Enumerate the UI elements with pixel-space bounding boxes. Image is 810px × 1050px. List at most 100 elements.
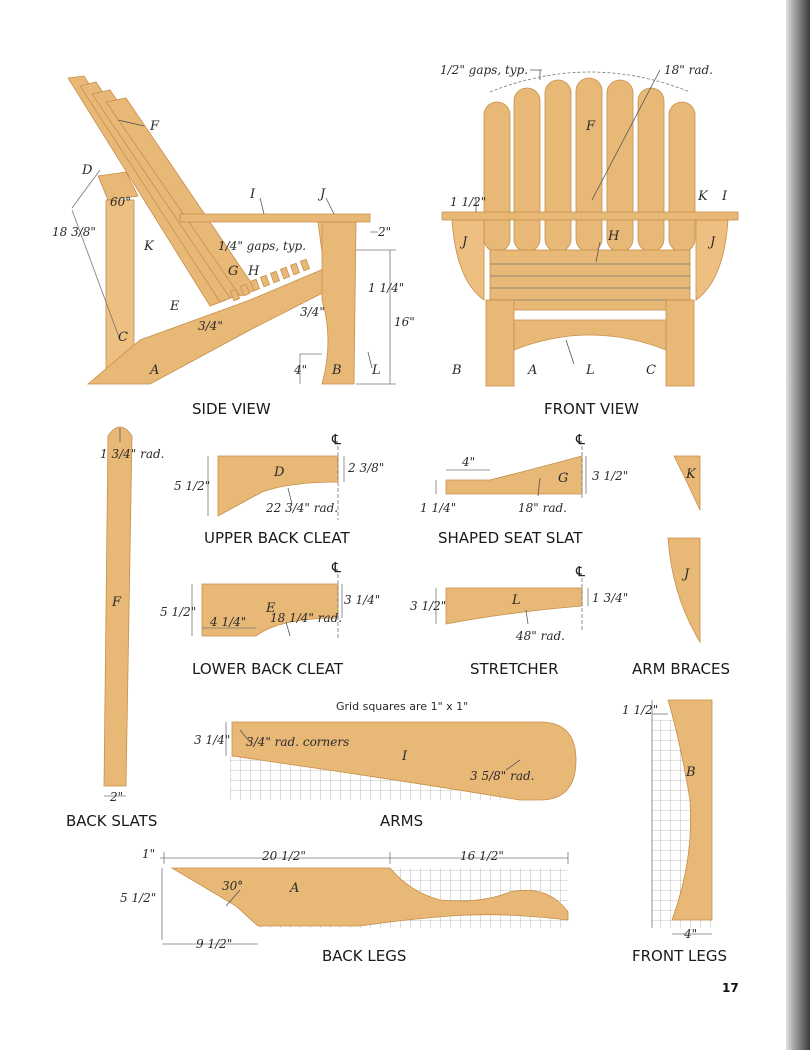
side-label-a: A xyxy=(149,363,159,378)
back-leg-bottom-dim: 9 1/2" xyxy=(196,937,232,951)
arm-radius-dim: 3 5/8" rad. xyxy=(470,769,534,783)
caption-arms: ARMS xyxy=(380,812,423,830)
stretcher-radius-dim: 48" rad. xyxy=(515,629,565,643)
back-leg-height-dim: 5 1/2" xyxy=(120,891,156,905)
upper-cleat-height-dim: 5 1/2" xyxy=(174,479,210,493)
arm-label: I xyxy=(401,749,408,764)
caption-front-view: FRONT VIEW xyxy=(544,400,639,418)
caption-back-legs: BACK LEGS xyxy=(322,947,406,965)
back-leg-length-b-dim: 16 1/2" xyxy=(460,849,504,863)
front-stretcher xyxy=(513,319,667,351)
caption-stretcher: STRETCHER xyxy=(470,660,559,678)
back-leg-angle-dim: 30° xyxy=(222,879,243,893)
side-seat-slats xyxy=(229,258,311,302)
side-front-leg-b xyxy=(321,221,357,385)
upper-back-cleat-shape xyxy=(217,455,339,517)
arm-brace-j-shape xyxy=(667,537,701,644)
side-arm-i xyxy=(179,213,371,223)
side-label-b: B xyxy=(331,363,342,378)
side-label-e: E xyxy=(169,299,180,314)
front-label-f: F xyxy=(585,119,596,134)
side-back-height-dim: 18 3/8" xyxy=(52,225,96,239)
side-label-j: J xyxy=(317,187,326,202)
front-label-l: L xyxy=(585,363,595,378)
front-arms xyxy=(441,211,739,221)
front-leg-left xyxy=(485,299,515,387)
shaped-seat-slat-shape xyxy=(445,455,583,495)
side-three-quarter-dim: 3/4" xyxy=(300,305,325,319)
front-arm-brace-left xyxy=(451,219,485,301)
side-leg-width-dim: 4" xyxy=(293,363,307,377)
back-slat-shape xyxy=(103,426,133,787)
caption-arm-braces: ARM BRACES xyxy=(632,660,730,678)
page-number: 17 xyxy=(722,981,739,995)
side-label-h: H xyxy=(247,264,260,279)
front-label-j-right: J xyxy=(707,235,716,250)
front-view xyxy=(441,69,739,387)
back-slat-label: F xyxy=(111,595,122,610)
arm-brace-k-shape xyxy=(673,455,701,511)
front-label-k: K xyxy=(697,189,709,204)
upper-cleat-radius-dim: 22 3/4" rad. xyxy=(265,501,338,515)
upper-cleat-centerline: ℄ xyxy=(331,432,341,448)
front-label-i: I xyxy=(721,189,728,204)
caption-lower-back-cleat: LOWER BACK CLEAT xyxy=(192,660,344,678)
front-slat-6 xyxy=(637,87,665,253)
side-label-g: G xyxy=(228,264,238,279)
arm-width-dim: 3 1/4" xyxy=(194,733,230,747)
lower-cleat-height-dim: 5 1/2" xyxy=(160,605,196,619)
front-slat-3 xyxy=(544,79,572,253)
seat-slat-flat-dim: 4" xyxy=(461,455,475,469)
side-label-f: F xyxy=(149,119,160,134)
side-gaps-dim: 1/4" gaps, typ. xyxy=(218,239,306,253)
lower-cleat-label: E xyxy=(265,601,276,616)
front-gaps-dim: 1/2" gaps, typ. xyxy=(440,63,528,77)
side-label-d: D xyxy=(81,163,93,178)
front-slat-5 xyxy=(606,79,634,253)
caption-upper-back-cleat: UPPER BACK CLEAT xyxy=(204,529,351,547)
lower-cleat-flat-dim: 4 1/4" xyxy=(209,615,246,629)
lower-cleat-radius-dim: 18 1/4" rad. xyxy=(270,611,342,625)
front-label-b: B xyxy=(451,363,462,378)
stretcher-label: L xyxy=(511,593,521,608)
upper-cleat-end-dim: 2 3/8" xyxy=(347,461,384,475)
front-seat xyxy=(489,249,691,311)
stretcher-centerline: ℄ xyxy=(575,564,585,580)
side-height-dim: 16" xyxy=(394,315,415,329)
front-label-j-left: J xyxy=(459,235,468,250)
front-leg-bottom-dim: 4" xyxy=(683,927,697,941)
arm-shape xyxy=(231,721,577,801)
stretcher-shape xyxy=(445,587,583,625)
side-label-l: L xyxy=(371,363,381,378)
arm-brace-k-label: K xyxy=(685,467,697,482)
front-slat-4 xyxy=(575,77,603,253)
back-leg-label: A xyxy=(289,881,299,896)
side-upper-cleat xyxy=(97,171,139,201)
back-leg-shape xyxy=(170,867,569,927)
side-label-k: K xyxy=(143,239,155,254)
seat-slat-end-dim: 3 1/2" xyxy=(592,469,628,483)
side-arm-over-dim: 2" xyxy=(377,225,391,239)
side-angle-dim: 60° xyxy=(110,195,131,209)
seat-slat-radius-dim: 18" rad. xyxy=(518,501,567,515)
seat-slat-label: G xyxy=(558,471,568,486)
front-leg-top-dim: 1 1/2" xyxy=(622,703,658,717)
side-three-quarter-e-dim: 3/4" xyxy=(198,319,223,333)
front-overhang-dim: 1 1/2" xyxy=(450,195,486,209)
grid-note: Grid squares are 1" x 1" xyxy=(336,700,468,713)
back-slat-width-dim: 2" xyxy=(109,790,123,804)
stretcher-height-dim: 3 1/2" xyxy=(410,599,446,613)
caption-back-slats: BACK SLATS xyxy=(66,812,157,830)
lower-cleat-centerline: ℄ xyxy=(331,560,341,576)
side-view xyxy=(67,75,396,385)
front-leg-shape xyxy=(667,699,713,921)
front-arm-brace-right xyxy=(695,219,729,301)
front-radius-dim: 18" rad. xyxy=(664,63,713,77)
seat-slat-start-dim: 1 1/4" xyxy=(420,501,456,515)
front-label-h: H xyxy=(607,229,620,244)
back-leg-length-a-dim: 20 1/2" xyxy=(261,849,306,863)
binding-shadow xyxy=(786,0,810,1050)
front-leg-right xyxy=(665,299,695,387)
side-quarter-dim: 1 1/4" xyxy=(368,281,404,295)
